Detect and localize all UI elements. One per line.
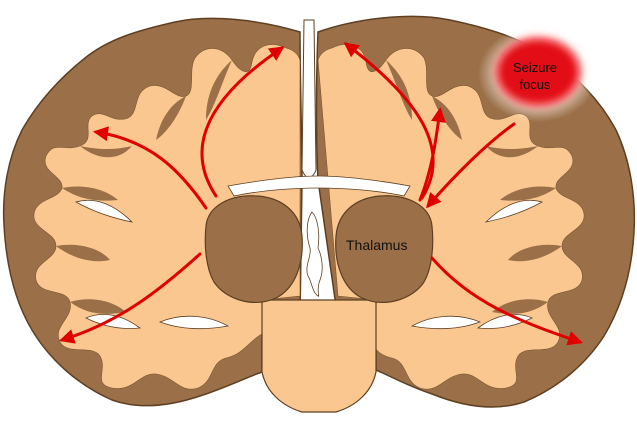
right-ventricle-slit: [484, 199, 544, 223]
arrow-to-right-midsuperior: [418, 107, 446, 202]
brainstem: [261, 299, 377, 413]
left-sulcus: [156, 96, 186, 140]
right-sulcus: [432, 96, 462, 140]
left-ventricle-slit: [158, 315, 230, 330]
arrow-to-left-inferior: [59, 252, 202, 344]
left-sulcus: [206, 60, 232, 120]
corpus-callosum: [227, 175, 411, 197]
right-ventricle-slit: [410, 315, 482, 330]
third-ventricle: [306, 211, 323, 297]
left-ventricle-slit: [74, 199, 134, 223]
seizure-focus-label-line1: Seizure: [513, 60, 557, 75]
right-sulcus: [500, 186, 556, 201]
left-sulcus: [56, 244, 110, 262]
arrow-to-left-superior: [200, 46, 285, 198]
arrow-to-left-lateral: [93, 126, 208, 210]
left-sulcus: [62, 186, 118, 201]
seizure-focus: [478, 26, 598, 122]
left-thalamus: [204, 195, 303, 303]
seizure-focus-label-line2: focus: [519, 77, 551, 92]
seizure-focus-core: [498, 40, 578, 104]
right-thalamus: [335, 195, 434, 303]
arrow-to-right-inferior: [430, 256, 583, 346]
right-sulcus: [508, 244, 562, 262]
seizure-spread-arrows: [59, 42, 583, 346]
right-sulcus: [492, 299, 548, 314]
longitudinal-fissure: [301, 19, 317, 178]
thalamus-label: Thalamus: [346, 237, 407, 253]
arrow-to-right-superior: [343, 42, 435, 200]
right-sulcus: [486, 146, 538, 158]
left-sulcus: [80, 146, 132, 158]
arrow-from-seizure-focus: [426, 122, 516, 209]
left-sulcus: [70, 299, 126, 314]
